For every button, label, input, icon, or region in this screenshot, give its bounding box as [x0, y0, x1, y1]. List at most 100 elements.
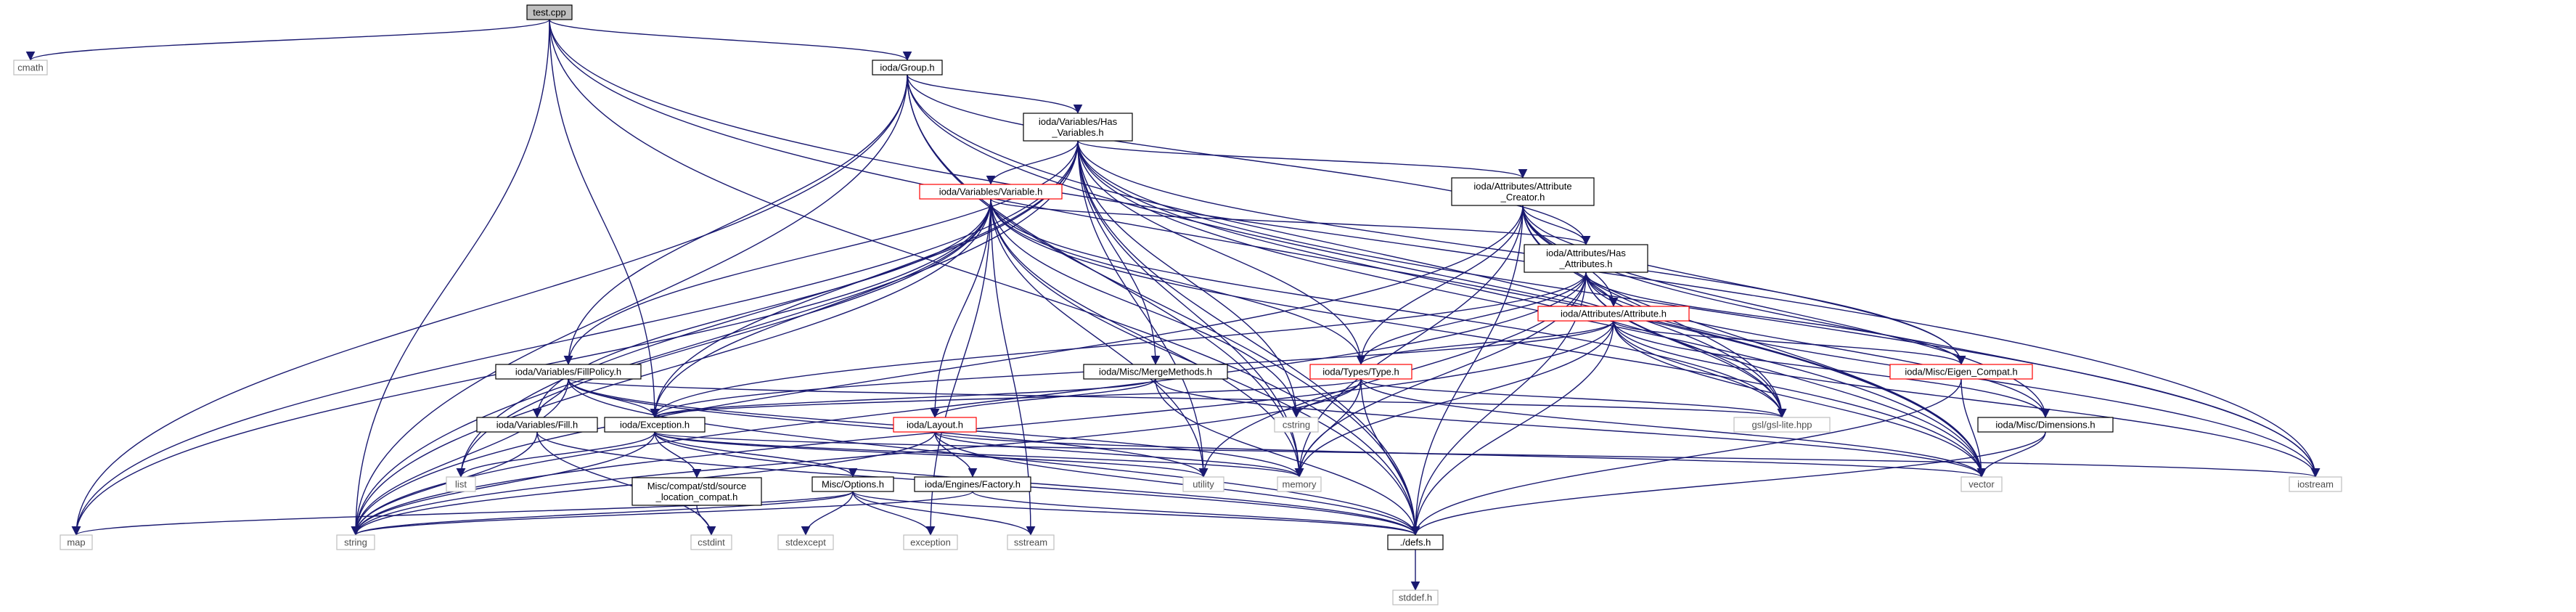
node-box [1083, 364, 1228, 380]
edges-layer [26, 19, 2321, 591]
node-label: ioda/Layout.h [907, 420, 963, 431]
edge-layout-to-factory [934, 431, 978, 478]
node-box [1733, 417, 1831, 433]
node-srcloc[interactable]: Misc/compat/std/source_location_compat.h [631, 477, 762, 506]
node-cstring[interactable]: cstring [1274, 417, 1319, 433]
node-label: ioda/Misc/Eigen_Compat.h [1905, 367, 2017, 378]
node-map[interactable]: map [60, 534, 93, 550]
node-label: _Attributes.h [1559, 258, 1613, 269]
edge-variable-to-exception [650, 198, 991, 418]
node-box [1387, 534, 1444, 550]
edge-group-to-has_attrs [907, 74, 1591, 245]
node-box [1451, 177, 1595, 206]
node-label: ioda/Group.h [880, 62, 934, 73]
edge-test_cpp-to-vector [549, 19, 1987, 478]
edge-attr_creator-to-memory [1294, 205, 1524, 478]
edge-variable-to-fill [532, 198, 991, 418]
edge-group-to-fillpolicy [563, 74, 908, 365]
node-list[interactable]: list [446, 476, 476, 492]
node-memory[interactable]: memory [1277, 476, 1322, 492]
node-label: ./defs.h [1400, 537, 1431, 548]
node-attr_creator[interactable]: ioda/Attributes/Attribute_Creator.h [1451, 177, 1595, 206]
edge-attr_creator-to-dimensions [1522, 205, 2050, 418]
node-box [604, 417, 706, 433]
node-label: _location_compat.h [655, 491, 738, 502]
node-group[interactable]: ioda/Group.h [872, 60, 943, 76]
edge-factory-to-defs [972, 491, 1420, 536]
edge-group-to-string [351, 74, 908, 536]
node-box [914, 476, 1031, 492]
node-dimensions[interactable]: ioda/Misc/Dimensions.h [1977, 417, 2114, 433]
edge-layout-to-defs [934, 431, 1420, 536]
edge-has_vars-to-vector [1077, 140, 1987, 478]
edge-exception-to-defs [654, 431, 1420, 536]
edge-has_vars-to-map [71, 140, 1079, 536]
node-sstream[interactable]: sstream [1007, 534, 1055, 550]
edge-has_vars-to-attr_creator [1077, 140, 1527, 179]
edge-attr_creator-to-has_attrs [1522, 205, 1591, 245]
node-type[interactable]: ioda/Types/Type.h [1309, 364, 1412, 380]
node-stddef[interactable]: stddef.h [1392, 589, 1439, 605]
edge-variable-to-vector [990, 198, 1987, 478]
node-fillpolicy[interactable]: ioda/Variables/FillPolicy.h [495, 364, 642, 380]
node-eigen[interactable]: ioda/Misc/Eigen_Compat.h [1889, 364, 2033, 380]
edge-variable-to-has_attrs [990, 198, 1590, 245]
edge-attr_creator-to-eigen [1522, 205, 1966, 365]
node-vector[interactable]: vector [1960, 476, 2003, 492]
node-exception_std[interactable]: exception [903, 534, 958, 550]
edge-attribute-to-iostream [1613, 320, 2321, 478]
node-layout[interactable]: ioda/Layout.h [893, 417, 977, 433]
node-box [631, 477, 762, 506]
node-factory[interactable]: ioda/Engines/Factory.h [914, 476, 1031, 492]
node-mergemethods[interactable]: ioda/Misc/MergeMethods.h [1083, 364, 1228, 380]
node-box [872, 60, 943, 76]
node-utility[interactable]: utility [1182, 476, 1224, 492]
edge-has_vars-to-iostream [1077, 140, 2321, 478]
node-label: ioda/Misc/Dimensions.h [1995, 420, 2095, 431]
node-box [1524, 244, 1648, 273]
node-box [476, 417, 598, 433]
node-attribute[interactable]: ioda/Attributes/Attribute.h [1537, 306, 1690, 322]
edge-test_cpp-to-exception [549, 19, 660, 418]
node-box [2289, 476, 2342, 492]
node-stdexcept[interactable]: stdexcept [777, 534, 834, 550]
nodes-layer: test.cpp cmath ioda/Group.h ioda/Variables/… [13, 4, 2342, 605]
node-fill[interactable]: ioda/Variables/Fill.h [476, 417, 598, 433]
edge-has_vars-to-defs [1077, 140, 1420, 536]
node-variable[interactable]: ioda/Variables/Variable.h [919, 184, 1063, 200]
edge-layout-to-memory [934, 431, 1304, 478]
edge-variable-to-type [990, 198, 1366, 365]
edge-type-to-vector [1360, 378, 1987, 478]
node-exception[interactable]: ioda/Exception.h [604, 417, 706, 433]
node-label: Misc/Options.h [822, 479, 884, 490]
edge-fillpolicy-to-utility [568, 378, 1209, 478]
node-label: list [455, 479, 467, 490]
edge-attr_creator-to-string [351, 205, 1524, 536]
node-label: _Creator.h [1500, 192, 1545, 203]
node-box [919, 184, 1063, 200]
node-label: ioda/Misc/MergeMethods.h [1099, 367, 1212, 378]
node-label: ioda/Variables/Variable.h [939, 187, 1043, 197]
node-has_attrs[interactable]: ioda/Attributes/Has_Attributes.h [1524, 244, 1648, 273]
node-label: ioda/Variables/Has [1039, 116, 1118, 127]
edge-mergemethods-to-defs [1155, 378, 1420, 536]
node-cstdint[interactable]: cstdint [690, 534, 732, 550]
node-options[interactable]: Misc/Options.h [811, 476, 894, 492]
node-gsl[interactable]: gsl/gsl-lite.hpp [1733, 417, 1831, 433]
node-box [495, 364, 642, 380]
node-defs[interactable]: ./defs.h [1387, 534, 1444, 550]
edge-has_vars-to-string [351, 140, 1079, 536]
node-box [1889, 364, 2033, 380]
edge-variable-to-layout [930, 198, 991, 418]
edge-exception-to-utility [654, 431, 1208, 478]
edge-group-to-vector [907, 74, 1987, 478]
node-cmath[interactable]: cmath [13, 60, 48, 76]
node-box [13, 60, 48, 76]
edge-has_vars-to-utility [1077, 140, 1209, 478]
node-string[interactable]: string [336, 534, 375, 550]
node-iostream[interactable]: iostream [2289, 476, 2342, 492]
node-has_vars[interactable]: ioda/Variables/Has_Variables.h [1023, 113, 1133, 142]
node-box [1977, 417, 2114, 433]
node-test_cpp[interactable]: test.cpp [526, 4, 573, 20]
edge-exception-to-string [351, 431, 655, 536]
